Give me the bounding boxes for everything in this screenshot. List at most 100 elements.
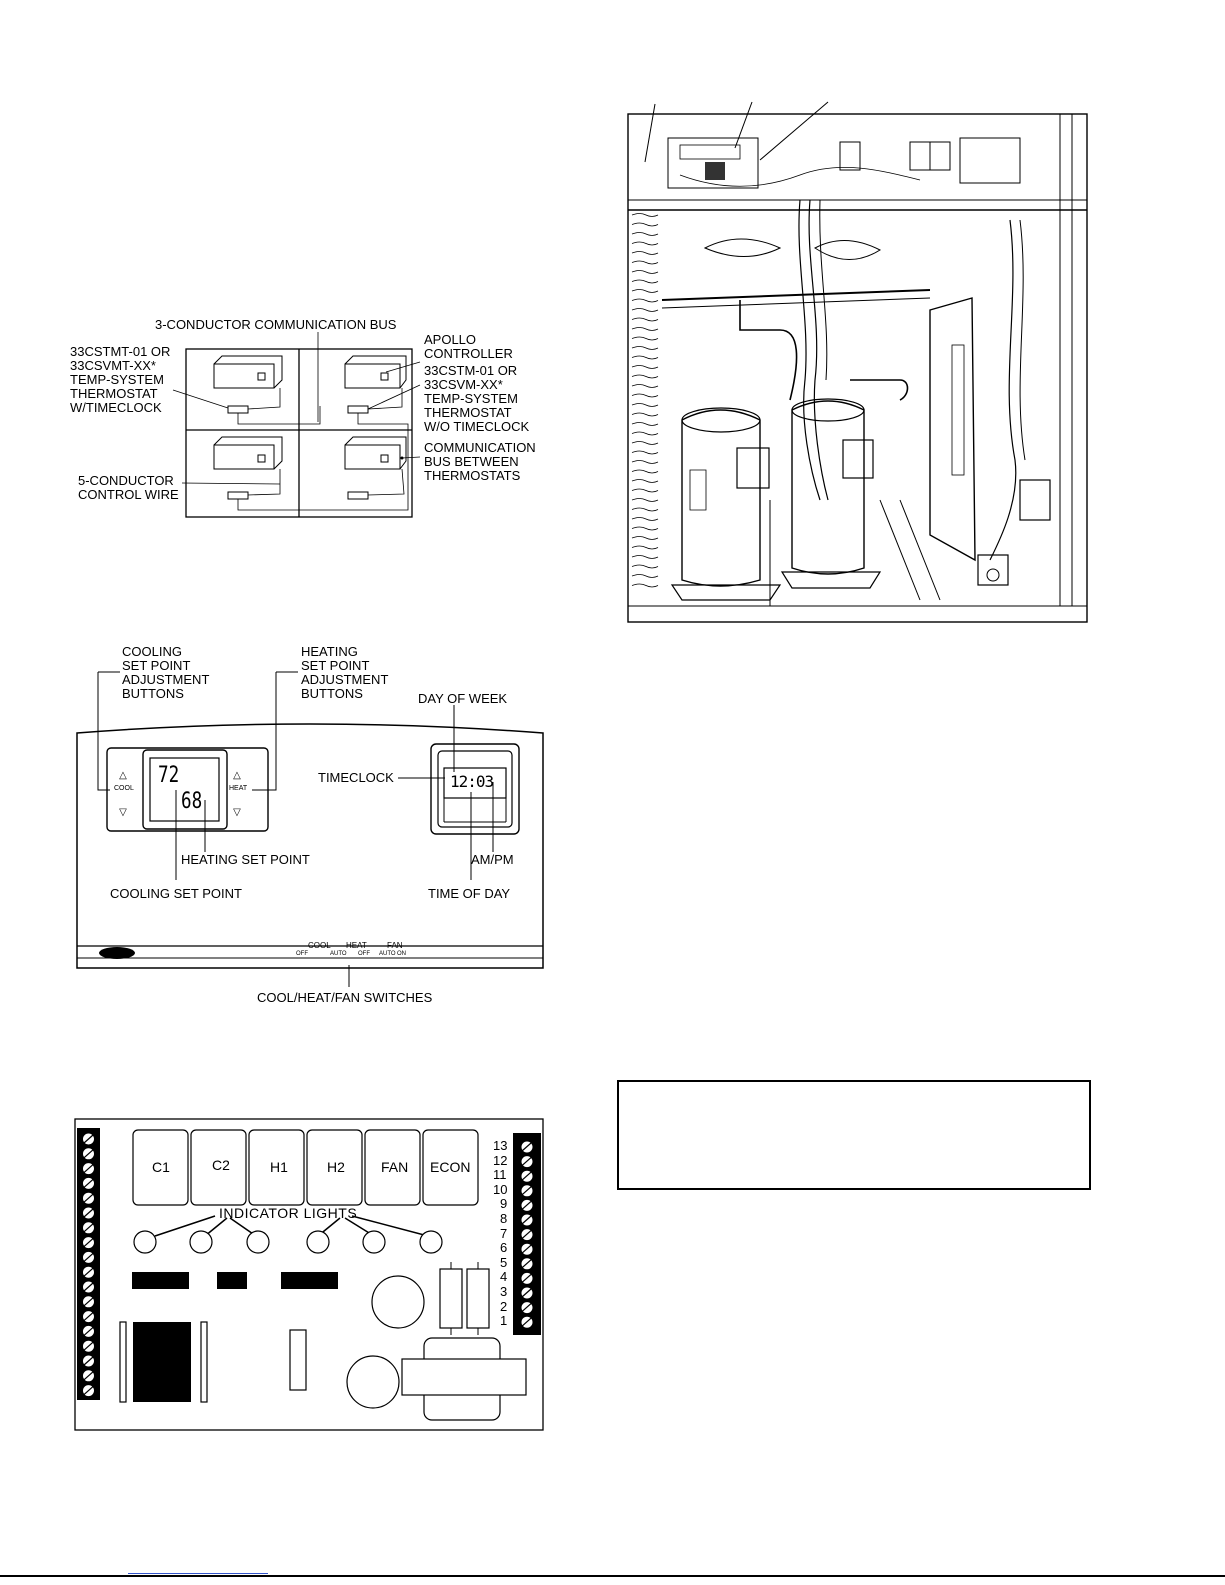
bar-left-2 xyxy=(200,1321,208,1403)
terminal-screw-icon[interactable] xyxy=(82,1191,95,1205)
indicator-light xyxy=(419,1230,443,1254)
time-of-day-label: TIME OF DAY xyxy=(428,886,511,901)
terminal-screw-icon[interactable] xyxy=(82,1265,95,1279)
terminal-number: 2 xyxy=(500,1298,508,1314)
terminal-screw-icon[interactable] xyxy=(520,1169,534,1183)
terminal-screw-icon[interactable] xyxy=(82,1369,95,1383)
switch-pos-auto-cool[interactable]: AUTO xyxy=(330,951,347,957)
contactor-1 xyxy=(839,141,861,171)
terminal-number: 9 xyxy=(500,1196,508,1212)
control-board-2 xyxy=(959,137,1021,184)
terminal-number: 3 xyxy=(500,1284,508,1299)
cool-button[interactable]: COOL xyxy=(114,785,134,792)
terminal-screw-icon[interactable] xyxy=(82,1280,95,1294)
terminal-screw-icon[interactable] xyxy=(82,1221,95,1235)
switch-pos-on-fan[interactable]: ON xyxy=(397,951,406,957)
note-box xyxy=(617,1080,1091,1190)
terminal-screw-icon[interactable] xyxy=(82,1250,95,1264)
relay-block xyxy=(132,1129,189,1206)
day-of-week-label: DAY OF WEEK xyxy=(418,691,508,706)
terminal-screw-icon[interactable] xyxy=(82,1236,95,1250)
motor-assembly xyxy=(1019,479,1051,521)
terminal-number: 10 xyxy=(493,1181,508,1197)
thermostat-with-timeclock-label: 33CSTMT-01 OR 33CSVMT-XX* TEMP-SYSTEM TH… xyxy=(70,344,171,415)
terminal-screw-icon[interactable] xyxy=(82,1339,95,1353)
heat-button[interactable]: HEAT xyxy=(229,785,248,792)
controller-top-right xyxy=(344,355,407,389)
terminal-screw-icon[interactable] xyxy=(82,1206,95,1220)
switch-heat-label: HEAT xyxy=(346,941,367,950)
cooling-buttons-label: COOLING SET POINT ADJUSTMENT BUTTONS xyxy=(122,644,210,701)
terminal-screw-icon[interactable] xyxy=(82,1354,95,1368)
apollo-board xyxy=(667,137,759,189)
component-block-3 xyxy=(281,1272,338,1289)
relay-block xyxy=(248,1129,305,1206)
switches-label: COOL/HEAT/FAN SWITCHES xyxy=(257,990,433,1005)
gas-valve xyxy=(977,554,1009,586)
switch-cool-label: COOL xyxy=(308,941,331,950)
terminal-screw-icon[interactable] xyxy=(82,1384,95,1398)
terminal-number: 1 xyxy=(500,1313,508,1329)
controller-top-left xyxy=(213,355,283,389)
terminal-screw-icon[interactable] xyxy=(82,1132,95,1146)
terminal-screw-icon[interactable] xyxy=(520,1184,534,1198)
terminal-screw-icon[interactable] xyxy=(82,1310,95,1324)
indicator-light xyxy=(362,1230,386,1254)
terminal-screw-icon[interactable] xyxy=(82,1176,95,1190)
terminal-screw-icon[interactable] xyxy=(520,1242,534,1256)
comm-bus-between-label: COMMUNICATION BUS BETWEEN THERMOSTATS xyxy=(424,440,536,483)
terminal-screw-icon[interactable] xyxy=(520,1271,534,1285)
component-block-1 xyxy=(132,1272,189,1289)
capacitor-top xyxy=(371,1275,425,1329)
resistor xyxy=(289,1329,307,1391)
relay-label-c1: C1 xyxy=(152,1159,170,1175)
relay-block xyxy=(190,1129,247,1206)
cool-up-arrow-icon[interactable]: △ xyxy=(119,770,127,781)
transformer-winding xyxy=(401,1358,527,1396)
terminal-screw-icon[interactable] xyxy=(82,1147,95,1161)
controller-bottom-left xyxy=(213,436,283,470)
terminal-number: 12 xyxy=(493,1152,508,1168)
cool-down-arrow-icon[interactable]: ▽ xyxy=(119,807,127,818)
switch-pos-off-cool[interactable]: OFF xyxy=(296,951,308,957)
heat-down-arrow-icon[interactable]: ▽ xyxy=(233,807,241,818)
terminal-screw-icon[interactable] xyxy=(82,1324,95,1338)
terminal-screw-icon[interactable] xyxy=(520,1257,534,1271)
heating-set-point-label: HEATING SET POINT xyxy=(181,852,310,867)
terminal-screw-icon[interactable] xyxy=(520,1155,534,1169)
cooling-set-point-readout: 72 xyxy=(158,763,180,788)
bus-label: 3-CONDUCTOR COMMUNICATION BUS xyxy=(155,317,397,332)
terminal-screw-icon[interactable] xyxy=(520,1198,534,1212)
heat-up-arrow-icon[interactable]: △ xyxy=(233,770,241,781)
switch-pos-auto-fan[interactable]: AUTO xyxy=(379,951,396,957)
control-wire-label: 5-CONDUCTOR CONTROL WIRE xyxy=(78,473,179,502)
terminal-screw-icon[interactable] xyxy=(82,1162,95,1176)
terminal-screw-icon[interactable] xyxy=(520,1228,534,1242)
clock-readout: 12:03 xyxy=(450,772,494,791)
terminal-screw-icon[interactable] xyxy=(520,1286,534,1300)
terminal-number: 8 xyxy=(500,1211,508,1226)
terminal-number: 5 xyxy=(500,1254,508,1270)
footer-link-underline[interactable] xyxy=(128,1573,268,1574)
relay-label-fan: FAN xyxy=(381,1159,409,1175)
relay-label-c2: C2 xyxy=(212,1157,230,1173)
switch-pos-off-heat[interactable]: OFF xyxy=(358,951,370,957)
heating-set-point-readout: 68 xyxy=(181,789,203,814)
relay-block xyxy=(306,1129,363,1206)
terminal-screw-icon[interactable] xyxy=(520,1140,534,1154)
thermostat-bottom-right xyxy=(347,491,369,500)
terminal-number: 6 xyxy=(500,1240,508,1256)
cabinet-frame xyxy=(627,113,1088,623)
terminal-screw-icon[interactable] xyxy=(520,1315,534,1329)
indicator-light xyxy=(246,1230,270,1254)
terminal-screw-icon[interactable] xyxy=(82,1295,95,1309)
indicator-light xyxy=(306,1230,330,1254)
terminal-screw-icon[interactable] xyxy=(520,1301,534,1315)
relay-label-econ: ECON xyxy=(430,1159,471,1175)
terminal-number: 4 xyxy=(500,1269,508,1285)
terminal-number: 7 xyxy=(500,1225,508,1241)
terminal-screw-icon[interactable] xyxy=(520,1213,534,1227)
relay-block xyxy=(364,1129,421,1206)
